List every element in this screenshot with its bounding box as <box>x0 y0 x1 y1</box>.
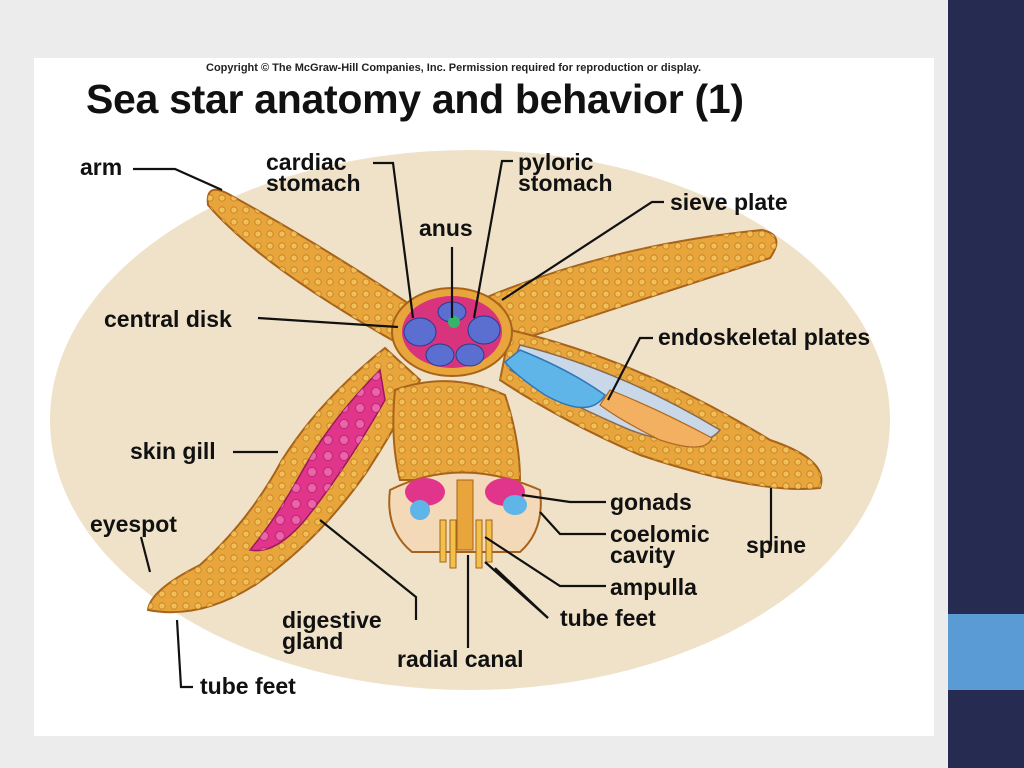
pyloric-caeca <box>503 349 606 409</box>
label-tube-feet-right: tube feet <box>560 605 656 631</box>
lower-center-arm-spines <box>393 381 520 480</box>
stomach-lobe-left <box>403 317 437 347</box>
leader-lines <box>133 159 773 689</box>
label-tube-feet-left: tube feet <box>200 673 296 699</box>
stomach-lobe-bottom-left <box>425 343 455 367</box>
label-cardiac-stomach: cardiac stomach <box>266 149 361 196</box>
label-spine: spine <box>746 532 807 558</box>
page-title: Sea star anatomy and behavior (1) <box>86 76 744 122</box>
label-digestive-gland: digestive gland <box>282 607 382 654</box>
upper-right-arm-spines <box>480 230 777 340</box>
label-sieve-plate: sieve plate <box>670 189 788 215</box>
digestive-gland-lobes <box>250 370 385 551</box>
label-anus: anus <box>419 215 473 241</box>
label-pyloric-stomach: pyloric stomach <box>518 149 613 196</box>
gonad-left <box>405 478 445 506</box>
label-ampulla: ampulla <box>610 574 697 600</box>
label-coelomic-cavity: coelomic cavity <box>610 521 710 568</box>
sidebar-accent-block <box>948 614 1024 690</box>
stomach-lobe-bottom-right <box>455 343 485 367</box>
label-endoskeletal-plates: endoskeletal plates <box>658 324 871 350</box>
radial-canal-shape <box>456 479 474 551</box>
copyright-notice: Copyright © The McGraw-Hill Companies, I… <box>206 62 702 74</box>
label-arm: arm <box>80 154 123 180</box>
coelom-right <box>503 495 527 515</box>
anus-shape <box>448 316 460 328</box>
label-central-disk: central disk <box>104 306 232 332</box>
label-radial-canal: radial canal <box>397 646 524 672</box>
upper-left-arm-spines <box>207 189 430 340</box>
endoskeletal-plates-row <box>599 389 713 448</box>
label-skin-gill: skin gill <box>130 438 216 464</box>
label-gonads: gonads <box>610 489 692 515</box>
coelom-left <box>410 500 430 520</box>
stomach-lobe-right <box>467 315 501 345</box>
label-eyespot: eyespot <box>90 511 177 537</box>
